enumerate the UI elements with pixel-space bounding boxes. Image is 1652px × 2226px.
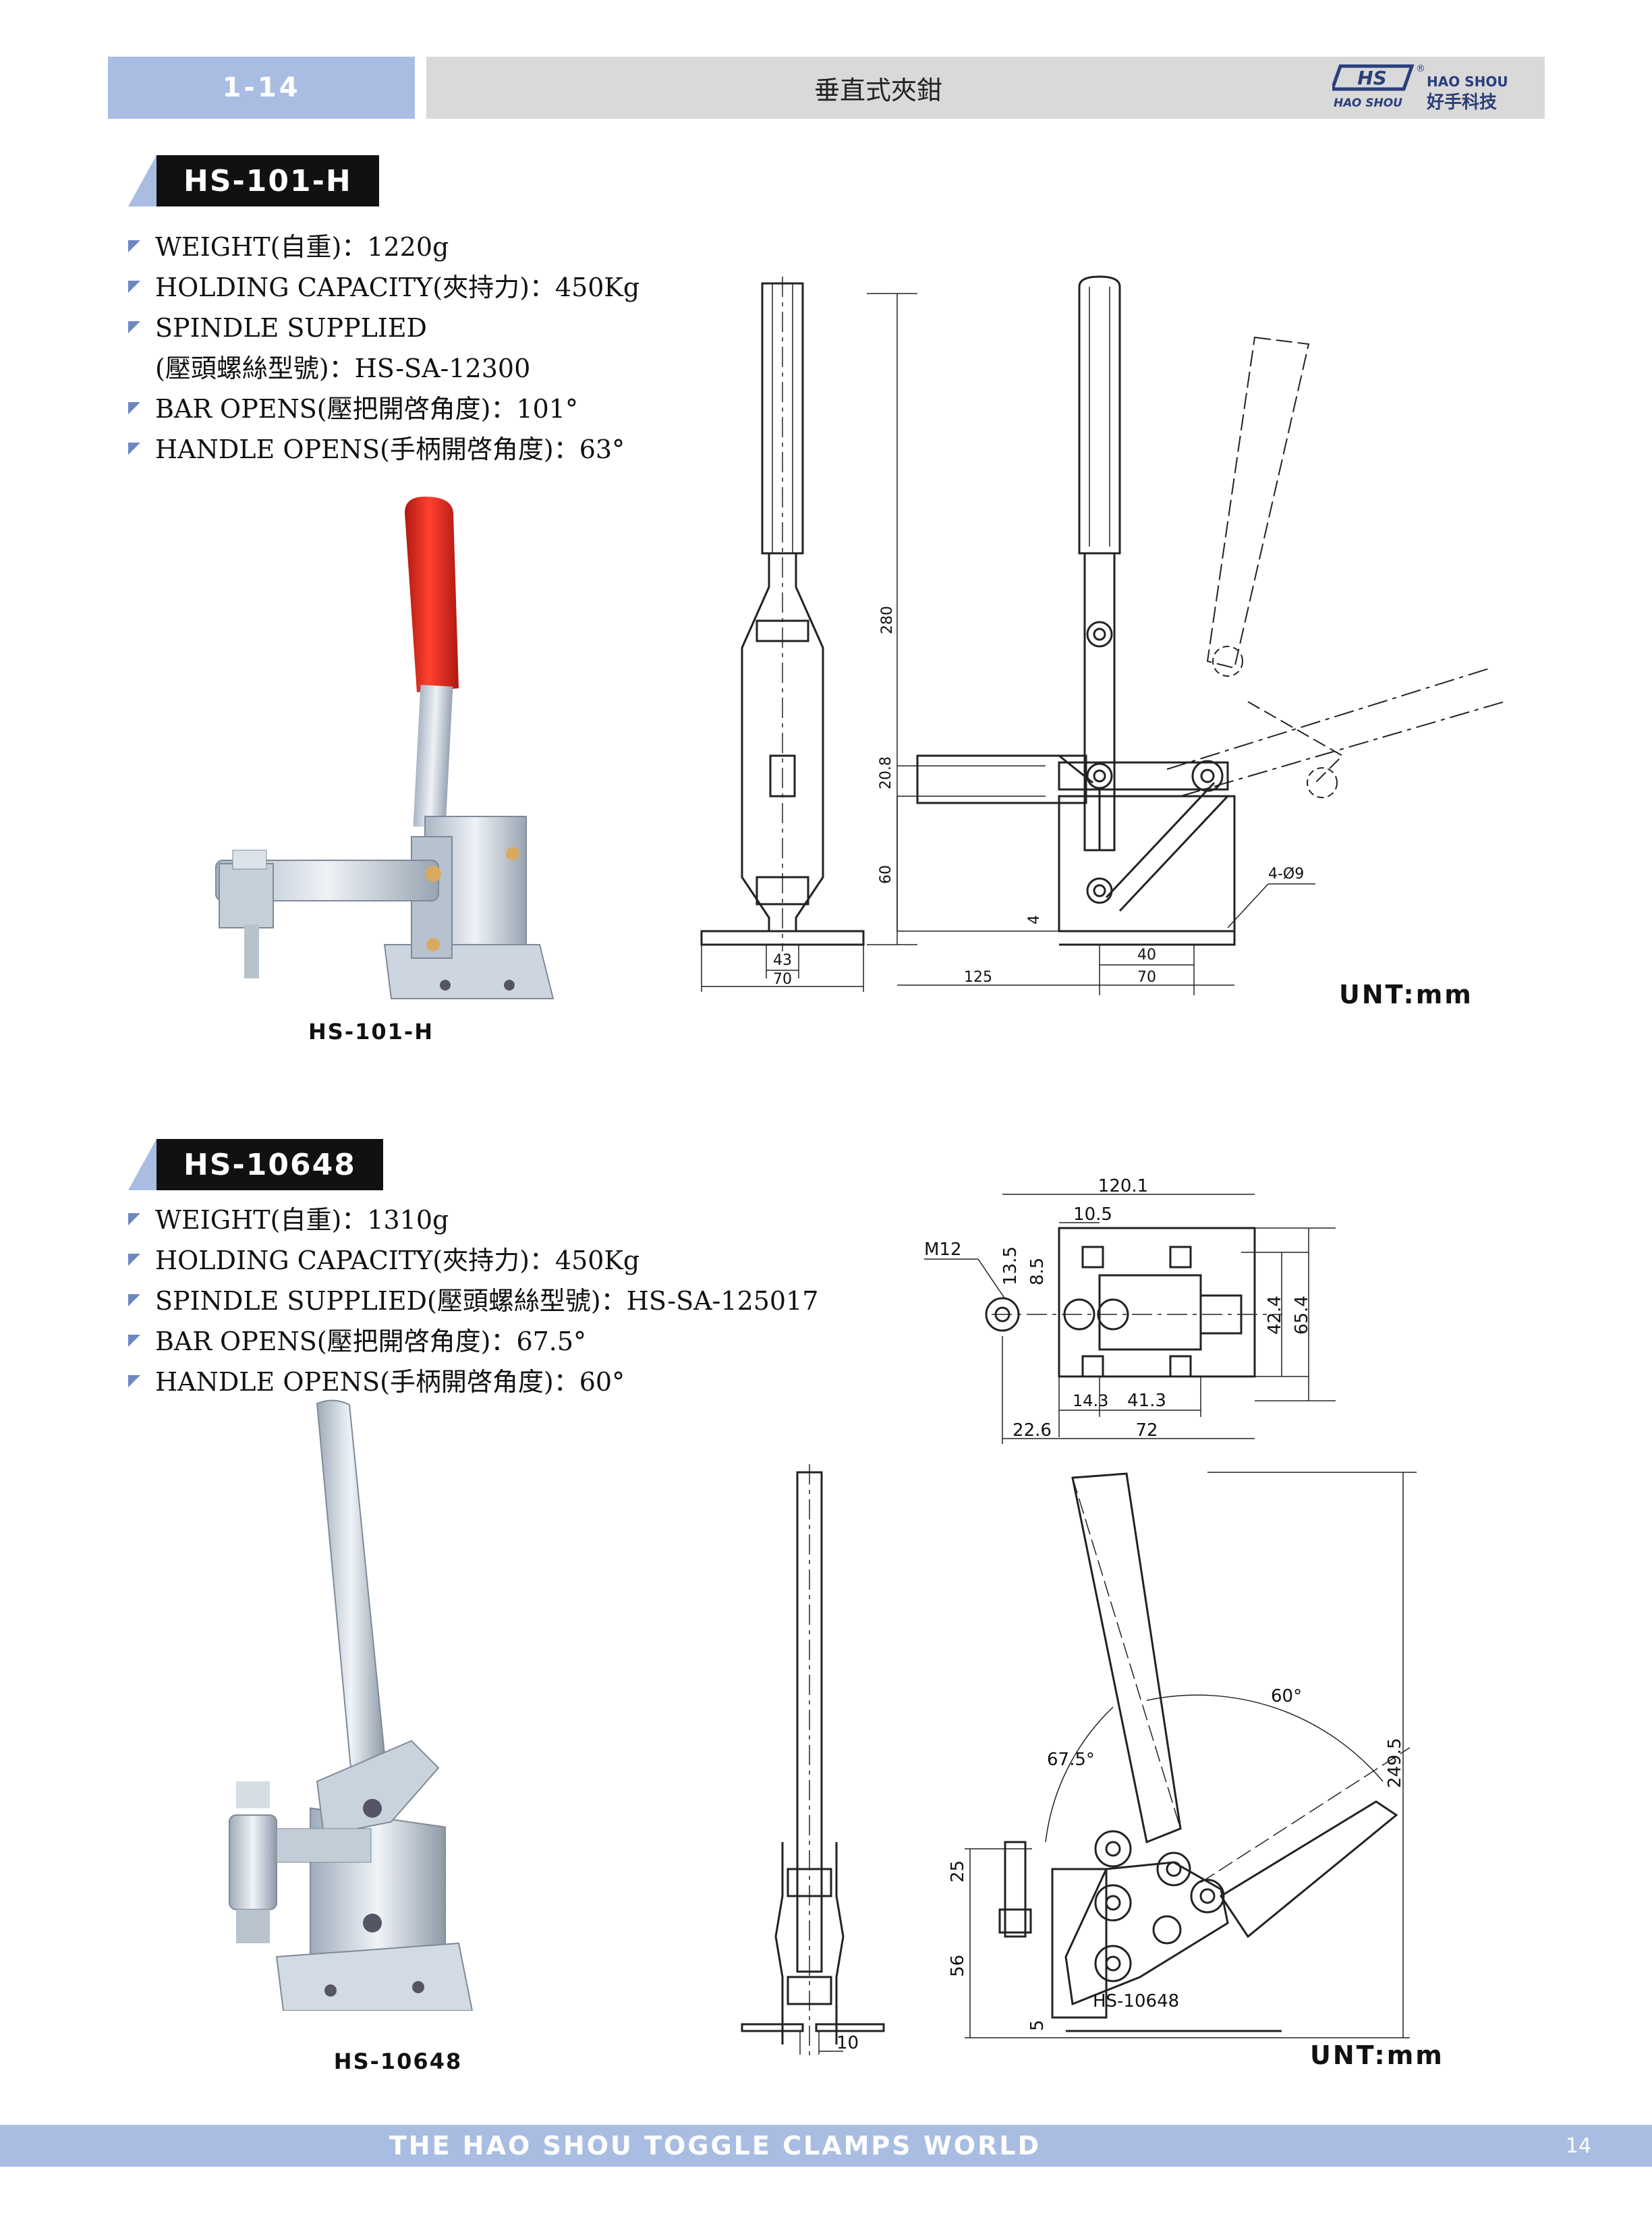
dim-42-4: 42.4	[1265, 1296, 1285, 1335]
dim-249-5: 249.5	[1385, 1738, 1405, 1788]
dim-56: 56	[948, 1955, 968, 1977]
brand-logo: HS ® HAO SHOU HAO SHOU 好手科技	[1330, 62, 1535, 115]
spec-bar-opens: BAR OPENS(壓把開啓角度)：67.5°	[128, 1321, 818, 1362]
technical-drawing-hs-101-h: 43 70 280 20.8 60 4 125 40 70	[700, 275, 1505, 995]
footer-slogan: THE HAO SHOU TOGGLE CLAMPS WORLD	[389, 2131, 1042, 2161]
unit-label-hs-101-h: UNT:mm	[1339, 980, 1473, 1009]
dim-70-side: 70	[1137, 969, 1156, 986]
dim-10-5: 10.5	[1073, 1204, 1112, 1225]
bullet-marker-icon	[128, 1213, 140, 1225]
dim-holes: 4-Ø9	[1268, 866, 1304, 883]
bullet-marker-icon	[128, 1375, 140, 1387]
dim-4: 4	[1026, 915, 1043, 924]
dim-280: 280	[879, 606, 896, 634]
spec-handle-opens: HANDLE OPENS(手柄開啓角度)：60°	[128, 1362, 818, 1402]
dim-13-5: 13.5	[1000, 1246, 1021, 1285]
svg-text:®: ®	[1416, 63, 1425, 74]
dim-70-front: 70	[773, 971, 792, 988]
model-tag-label: HS-101-H	[156, 155, 379, 206]
footer-bar	[0, 2125, 1652, 2167]
drawing-model-label: HS-10648	[1093, 1991, 1179, 2011]
dim-8-5: 8.5	[1027, 1258, 1048, 1285]
unit-label-hs-10648: UNT:mm	[1310, 2040, 1444, 2070]
spec-list-hs-101-h: WEIGHT(自重)：1220g HOLDING CAPACITY(夾持力)：4…	[128, 227, 639, 470]
dim-m12: M12	[924, 1240, 962, 1260]
svg-text:HAO SHOU: HAO SHOU	[1427, 74, 1508, 90]
bullet-marker-icon	[128, 1335, 140, 1347]
angle-67-5: 67.5°	[1047, 1750, 1095, 1770]
dim-20-8: 20.8	[878, 756, 894, 789]
dim-10: 10	[836, 2033, 859, 2053]
angle-60: 60°	[1271, 1686, 1302, 1706]
model-tag-hs-101-h: HS-101-H	[128, 155, 405, 206]
technical-drawing-views-hs-10648: 10 25 56 5 67.5° 60° 249.5 HS-10648	[741, 1464, 1417, 2058]
spec-bar-opens: BAR OPENS(壓把開啓角度)：101°	[128, 389, 639, 429]
page-number: 14	[1565, 2134, 1592, 2158]
bullet-marker-icon	[128, 443, 140, 455]
dim-25: 25	[948, 1860, 968, 1883]
product-photo-hs-101-h	[215, 497, 554, 999]
spec-list-hs-10648: WEIGHT(自重)：1310g HOLDING CAPACITY(夾持力)：4…	[128, 1200, 818, 1402]
photo-caption-hs-101-h: HS-101-H	[308, 1019, 434, 1045]
technical-drawing-top-view-hs-10648: 120.1 10.5 M12 13.5 8.5 42.4 65.4 14.3 4…	[924, 1176, 1336, 1444]
side-view: 20.8 60 4 125 40 70 4-Ø9	[878, 275, 1505, 995]
dim-22-6: 22.6	[1013, 1420, 1052, 1441]
page-section-label: 1-14	[108, 57, 415, 119]
dim-41-3: 41.3	[1127, 1391, 1166, 1411]
spec-spindle-model: (壓頭螺絲型號)：HS-SA-12300	[155, 354, 531, 383]
dim-40: 40	[1137, 947, 1156, 964]
spec-holding-capacity: HOLDING CAPACITY(夾持力)：450Kg	[128, 267, 639, 308]
spec-handle-opens: HANDLE OPENS(手柄開啓角度)：63°	[128, 429, 639, 470]
spec-weight: WEIGHT(自重)：1220g	[128, 227, 639, 267]
product-photo-hs-10648	[229, 1399, 474, 2011]
dim-120-1: 120.1	[1098, 1176, 1148, 1196]
bullet-marker-icon	[128, 402, 140, 414]
front-view: 10	[741, 1464, 885, 2058]
bullet-marker-icon	[128, 281, 140, 293]
dim-65-4: 65.4	[1292, 1296, 1312, 1335]
dim-5: 5	[1027, 2020, 1048, 2031]
page-title: 垂直式夾鉗	[814, 75, 942, 105]
dim-72: 72	[1135, 1420, 1158, 1441]
logo-mark-icon: HS	[1330, 64, 1415, 91]
dim-60: 60	[878, 865, 894, 884]
side-view: 25 56 5 67.5° 60° 249.5 HS-10648	[948, 1472, 1417, 2038]
bullet-marker-icon	[128, 321, 140, 333]
svg-text:好手科技: 好手科技	[1426, 92, 1497, 113]
spec-spindle: SPINDLE SUPPLIED	[128, 308, 639, 348]
model-tag-label: HS-10648	[156, 1139, 383, 1190]
photo-caption-hs-10648: HS-10648	[333, 2049, 463, 2074]
spec-weight: WEIGHT(自重)：1310g	[128, 1200, 818, 1240]
spec-holding-capacity: HOLDING CAPACITY(夾持力)：450Kg	[128, 1240, 818, 1281]
bullet-marker-icon	[128, 1254, 140, 1266]
front-view: 43 70 280	[700, 277, 917, 992]
bullet-marker-icon	[128, 1294, 140, 1306]
dim-125: 125	[964, 969, 992, 986]
dim-43: 43	[773, 952, 792, 969]
svg-text:HAO SHOU: HAO SHOU	[1334, 96, 1402, 110]
svg-text:HS: HS	[1357, 67, 1387, 89]
dim-14-3: 14.3	[1073, 1391, 1108, 1410]
spec-spindle: SPINDLE SUPPLIED(壓頭螺絲型號)：HS-SA-125017	[128, 1281, 818, 1321]
bullet-marker-icon	[128, 240, 140, 252]
model-tag-hs-10648: HS-10648	[128, 1139, 405, 1190]
